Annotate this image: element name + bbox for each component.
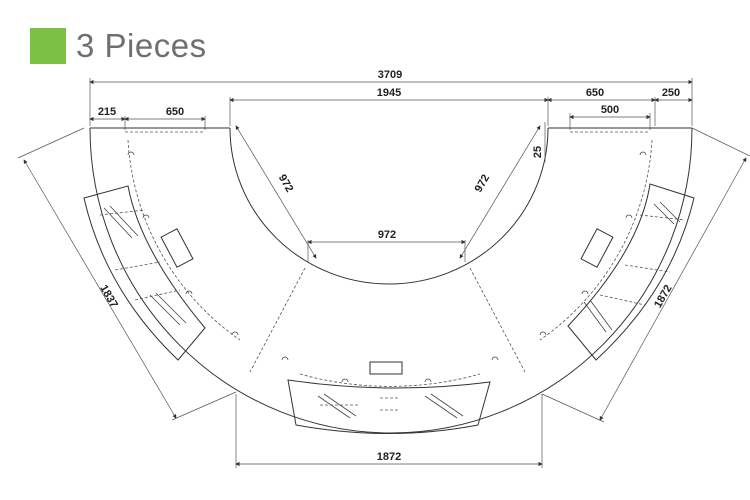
dim-step-label: 25: [532, 146, 544, 158]
dim-overall-label: 3709: [378, 69, 402, 81]
glass-panel-right: [567, 183, 695, 361]
dim-right-inner-label: 500: [601, 104, 619, 116]
dim-right-depth-label: 650: [586, 87, 604, 99]
dim-overall: 3709: [89, 69, 693, 126]
inner-dashed-arcs: [127, 139, 653, 387]
page-title: 3 Pieces: [76, 27, 207, 64]
dim-bottom-piece-label: 1872: [377, 451, 401, 463]
desk-fittings: [127, 151, 647, 383]
dim-inner-chord-label: 972: [378, 229, 396, 241]
dim-radius-right-label: 972: [473, 173, 493, 195]
title-square-icon: [30, 28, 66, 64]
dim-inner-chord: 972: [307, 229, 466, 262]
dim-radius-right: 972: [459, 125, 541, 259]
dim-right-piece-label: 1872: [652, 283, 675, 310]
header: 3 Pieces: [30, 26, 207, 66]
dim-left-top: 215 650: [89, 106, 206, 130]
dim-right-piece: 1872: [541, 127, 750, 423]
dim-left-offset-label: 215: [98, 106, 116, 118]
dim-bottom-piece: 1872: [235, 394, 543, 468]
dim-radius-left-label: 972: [276, 173, 296, 195]
dim-right-top: 650 250 500 25: [532, 87, 693, 162]
piece-joins: [125, 131, 650, 373]
dim-inner-opening-label: 1945: [377, 87, 401, 99]
dim-inner-opening: 1945: [229, 87, 549, 126]
glass-panel-bottom: [287, 379, 491, 434]
dim-left-piece-label: 1837: [97, 283, 120, 310]
dim-left-depth-label: 650: [166, 106, 184, 118]
dim-right-offset-label: 250: [662, 87, 680, 99]
